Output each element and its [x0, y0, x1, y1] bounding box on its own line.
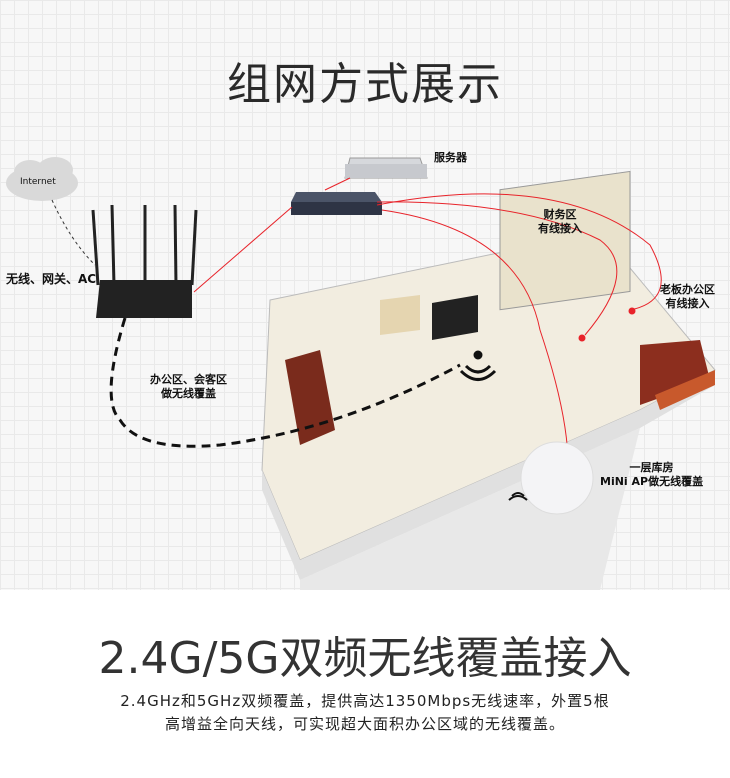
description-line-2: 高增益全向天线，可实现超大面积办公区域的无线覆盖。 [164, 715, 565, 733]
wifi-icon [459, 350, 497, 381]
finance-label: 财务区 有线接入 [538, 208, 582, 236]
network-diagram [6, 157, 716, 590]
switch-icon [291, 192, 382, 215]
office-label: 办公区、会客区 做无线覆盖 [150, 373, 227, 401]
label-line: MiNi AP做无线覆盖 [600, 475, 704, 488]
label-line: 有线接入 [665, 297, 710, 310]
internet-label: Internet [20, 177, 56, 187]
label-line: 有线接入 [538, 222, 582, 235]
wifi-small-icon [508, 492, 528, 501]
label-line: 财务区 [543, 208, 577, 221]
wired-links [193, 177, 662, 473]
label-line: 一层库房 [629, 461, 674, 474]
wireless-link [109, 317, 461, 448]
office-floorplan [261, 170, 716, 590]
mini-ap-icon [520, 441, 594, 515]
label-line: 老板办公区 [660, 283, 715, 296]
boss-label: 老板办公区 有线接入 [660, 283, 715, 311]
internet-cloud-icon [6, 157, 78, 201]
description-line-1: 2.4GHz和5GHz双频覆盖，提供高达1350Mbps无线速率，外置5根 [120, 692, 610, 710]
server-icon [344, 157, 428, 179]
label-line: 办公区、会客区 [150, 373, 227, 386]
router-icon [91, 204, 198, 318]
server-label: 服务器 [434, 151, 467, 164]
page-title: 组网方式展示 [227, 59, 503, 110]
headline: 2.4G/5G双频无线覆盖接入 [98, 633, 632, 684]
router-label: 无线、网关、AC [6, 272, 97, 286]
label-line: 做无线覆盖 [161, 387, 216, 400]
warehouse-label: 一层库房 MiNi AP做无线覆盖 [600, 461, 703, 489]
